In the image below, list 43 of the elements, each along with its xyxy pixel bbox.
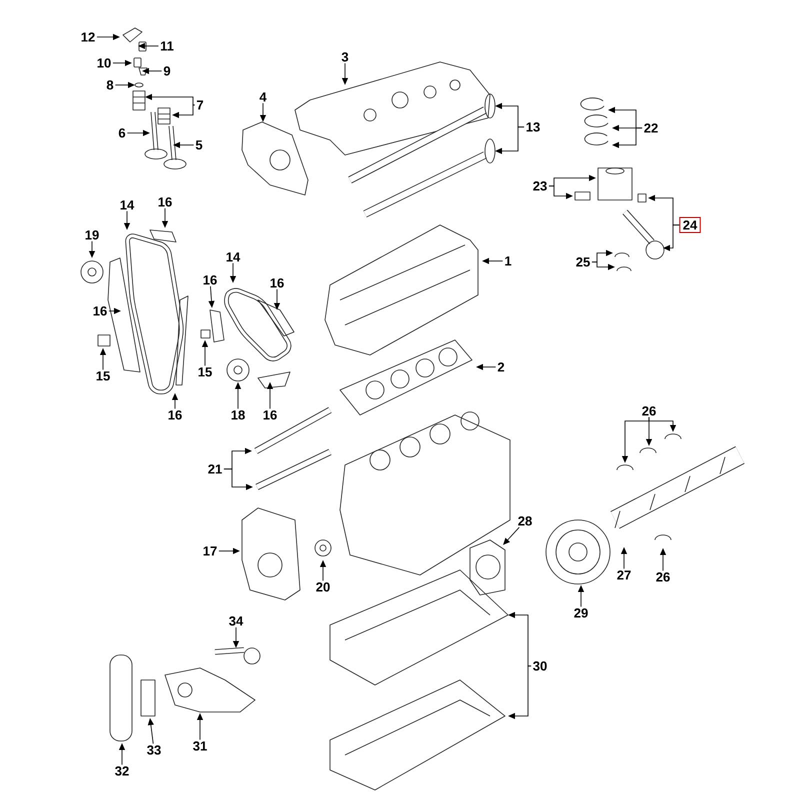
callout-number: 33 [147, 745, 161, 755]
callout-number: 20 [316, 582, 330, 592]
callout-number: 32 [115, 766, 129, 776]
callout-number: 11 [160, 42, 174, 50]
callout-number: 1 [505, 256, 512, 266]
callout-number: 13 [526, 122, 540, 132]
callout-number: 12 [82, 32, 95, 42]
callout-number: 9 [164, 66, 170, 76]
callout-number: 17 [204, 546, 217, 556]
callout-number: 22 [644, 123, 658, 133]
callout-number: 34 [229, 616, 244, 626]
callout-number: 23 [533, 181, 547, 191]
callout-number: 16 [270, 278, 284, 288]
callout-number: 31 [193, 741, 207, 751]
callout-number: 18 [232, 410, 245, 420]
callout-number: 26 [656, 572, 670, 582]
callout-number: 16 [168, 410, 182, 420]
callout-number: 16 [94, 306, 107, 316]
callout-number: 28 [518, 516, 532, 526]
callout-number: 16 [204, 275, 217, 285]
callout-number: 15 [96, 371, 110, 381]
callout-number: 14 [226, 252, 240, 262]
callout-number: 25 [576, 257, 590, 267]
callout-number: 19 [86, 230, 99, 240]
callout-number: 30 [533, 661, 547, 671]
callout-number: 8 [106, 80, 114, 90]
callout-number: 6 [118, 128, 126, 138]
callout-number: 5 [196, 140, 202, 150]
callout-number: 16 [264, 410, 277, 420]
callout-number: 7 [196, 100, 204, 110]
callout-number: 21 [208, 464, 222, 474]
callout-number: 24 [679, 216, 701, 234]
callout-number: 10 [98, 58, 111, 68]
callout-number: 15 [198, 367, 212, 377]
callout-number: 29 [574, 608, 588, 618]
callout-number: 27 [617, 570, 631, 580]
callout-number: 3 [342, 52, 348, 62]
callout-number: 26 [642, 406, 656, 416]
callout-number: 16 [158, 197, 172, 207]
callout-number: 4 [260, 92, 267, 102]
callout-number: 2 [498, 362, 504, 372]
callout-number: 14 [120, 200, 134, 210]
leader-line [503, 526, 520, 545]
